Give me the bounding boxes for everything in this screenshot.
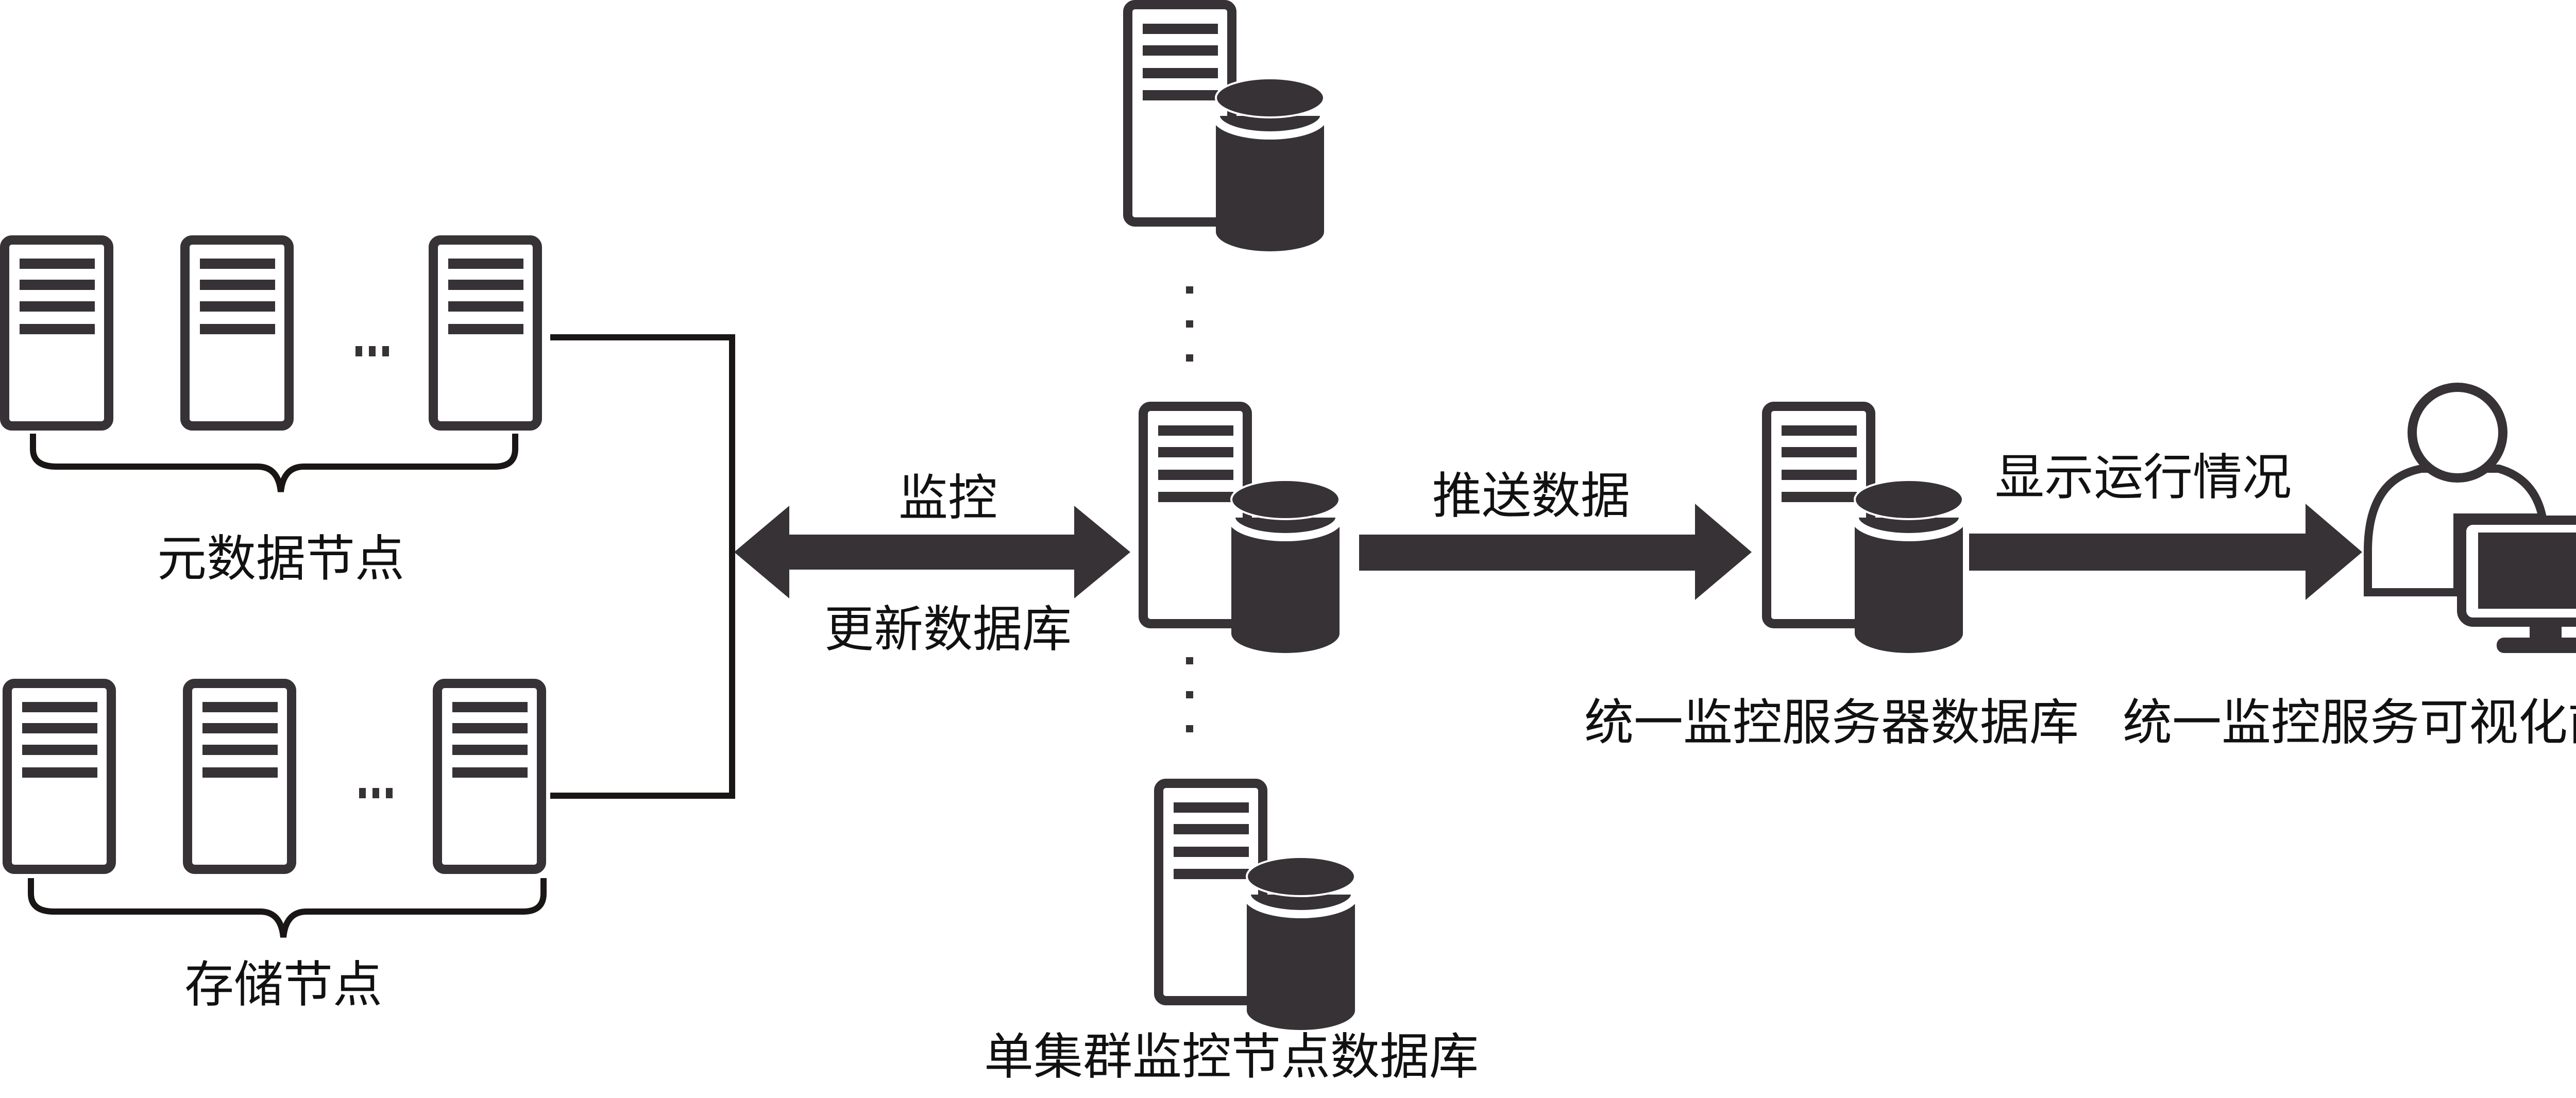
server-icon <box>188 683 292 869</box>
cluster-monitor-db-group: 单集群监控节点数据库 <box>984 5 1479 1086</box>
unified-server-db-label: 统一监控服务器数据库 <box>1584 694 2079 751</box>
arrow-right-icon <box>1969 504 2362 600</box>
ellipsis-icon <box>359 788 393 798</box>
server-icon <box>5 240 109 426</box>
cluster-monitor-db-label: 单集群监控节点数据库 <box>984 1028 1479 1086</box>
metadata-nodes-label: 元数据节点 <box>157 530 404 588</box>
user-body-icon <box>2364 465 2548 596</box>
unified-frontend-label: 统一监控服务可视化前端 <box>2123 694 2576 751</box>
server-icon <box>437 683 541 869</box>
unified-frontend-group: 统一监控服务可视化前端 <box>2123 383 2576 751</box>
server-database-icon <box>1159 783 1355 1030</box>
server-icon <box>433 240 537 426</box>
edge-label-monitor: 监控 <box>899 469 997 527</box>
server-icon <box>185 240 289 426</box>
double-arrow-icon <box>734 506 1130 598</box>
brace-icon <box>28 878 547 938</box>
unified-server-db-group: 统一监控服务器数据库 <box>1584 406 2079 751</box>
vertical-ellipsis-icon <box>1186 657 1193 732</box>
edge-label-push-data: 推送数据 <box>1432 467 1630 525</box>
server-database-icon <box>1767 406 1963 653</box>
user-monitor-icon <box>2364 383 2576 653</box>
ellipsis-icon <box>355 346 389 356</box>
edge-show-status: 显示运行情况 <box>1969 449 2362 600</box>
server-database-icon <box>1128 5 1324 251</box>
arrow-right-icon <box>1359 504 1752 600</box>
edge-push-data: 推送数据 <box>1359 467 1752 600</box>
vertical-ellipsis-icon <box>1186 286 1193 362</box>
connector-line <box>550 334 735 799</box>
server-database-icon <box>1143 406 1340 653</box>
storage-nodes-group: 存储节点 <box>7 683 547 1014</box>
brace-icon <box>30 434 518 492</box>
server-icon <box>7 683 111 869</box>
edge-label-update-db: 更新数据库 <box>824 601 1072 658</box>
metadata-nodes-group: 元数据节点 <box>5 240 537 588</box>
user-head-icon <box>2408 383 2507 483</box>
edge-monitor-update: 监控 更新数据库 <box>734 469 1130 658</box>
edge-label-show-status: 显示运行情况 <box>1995 449 2292 506</box>
storage-nodes-label: 存储节点 <box>184 956 382 1014</box>
